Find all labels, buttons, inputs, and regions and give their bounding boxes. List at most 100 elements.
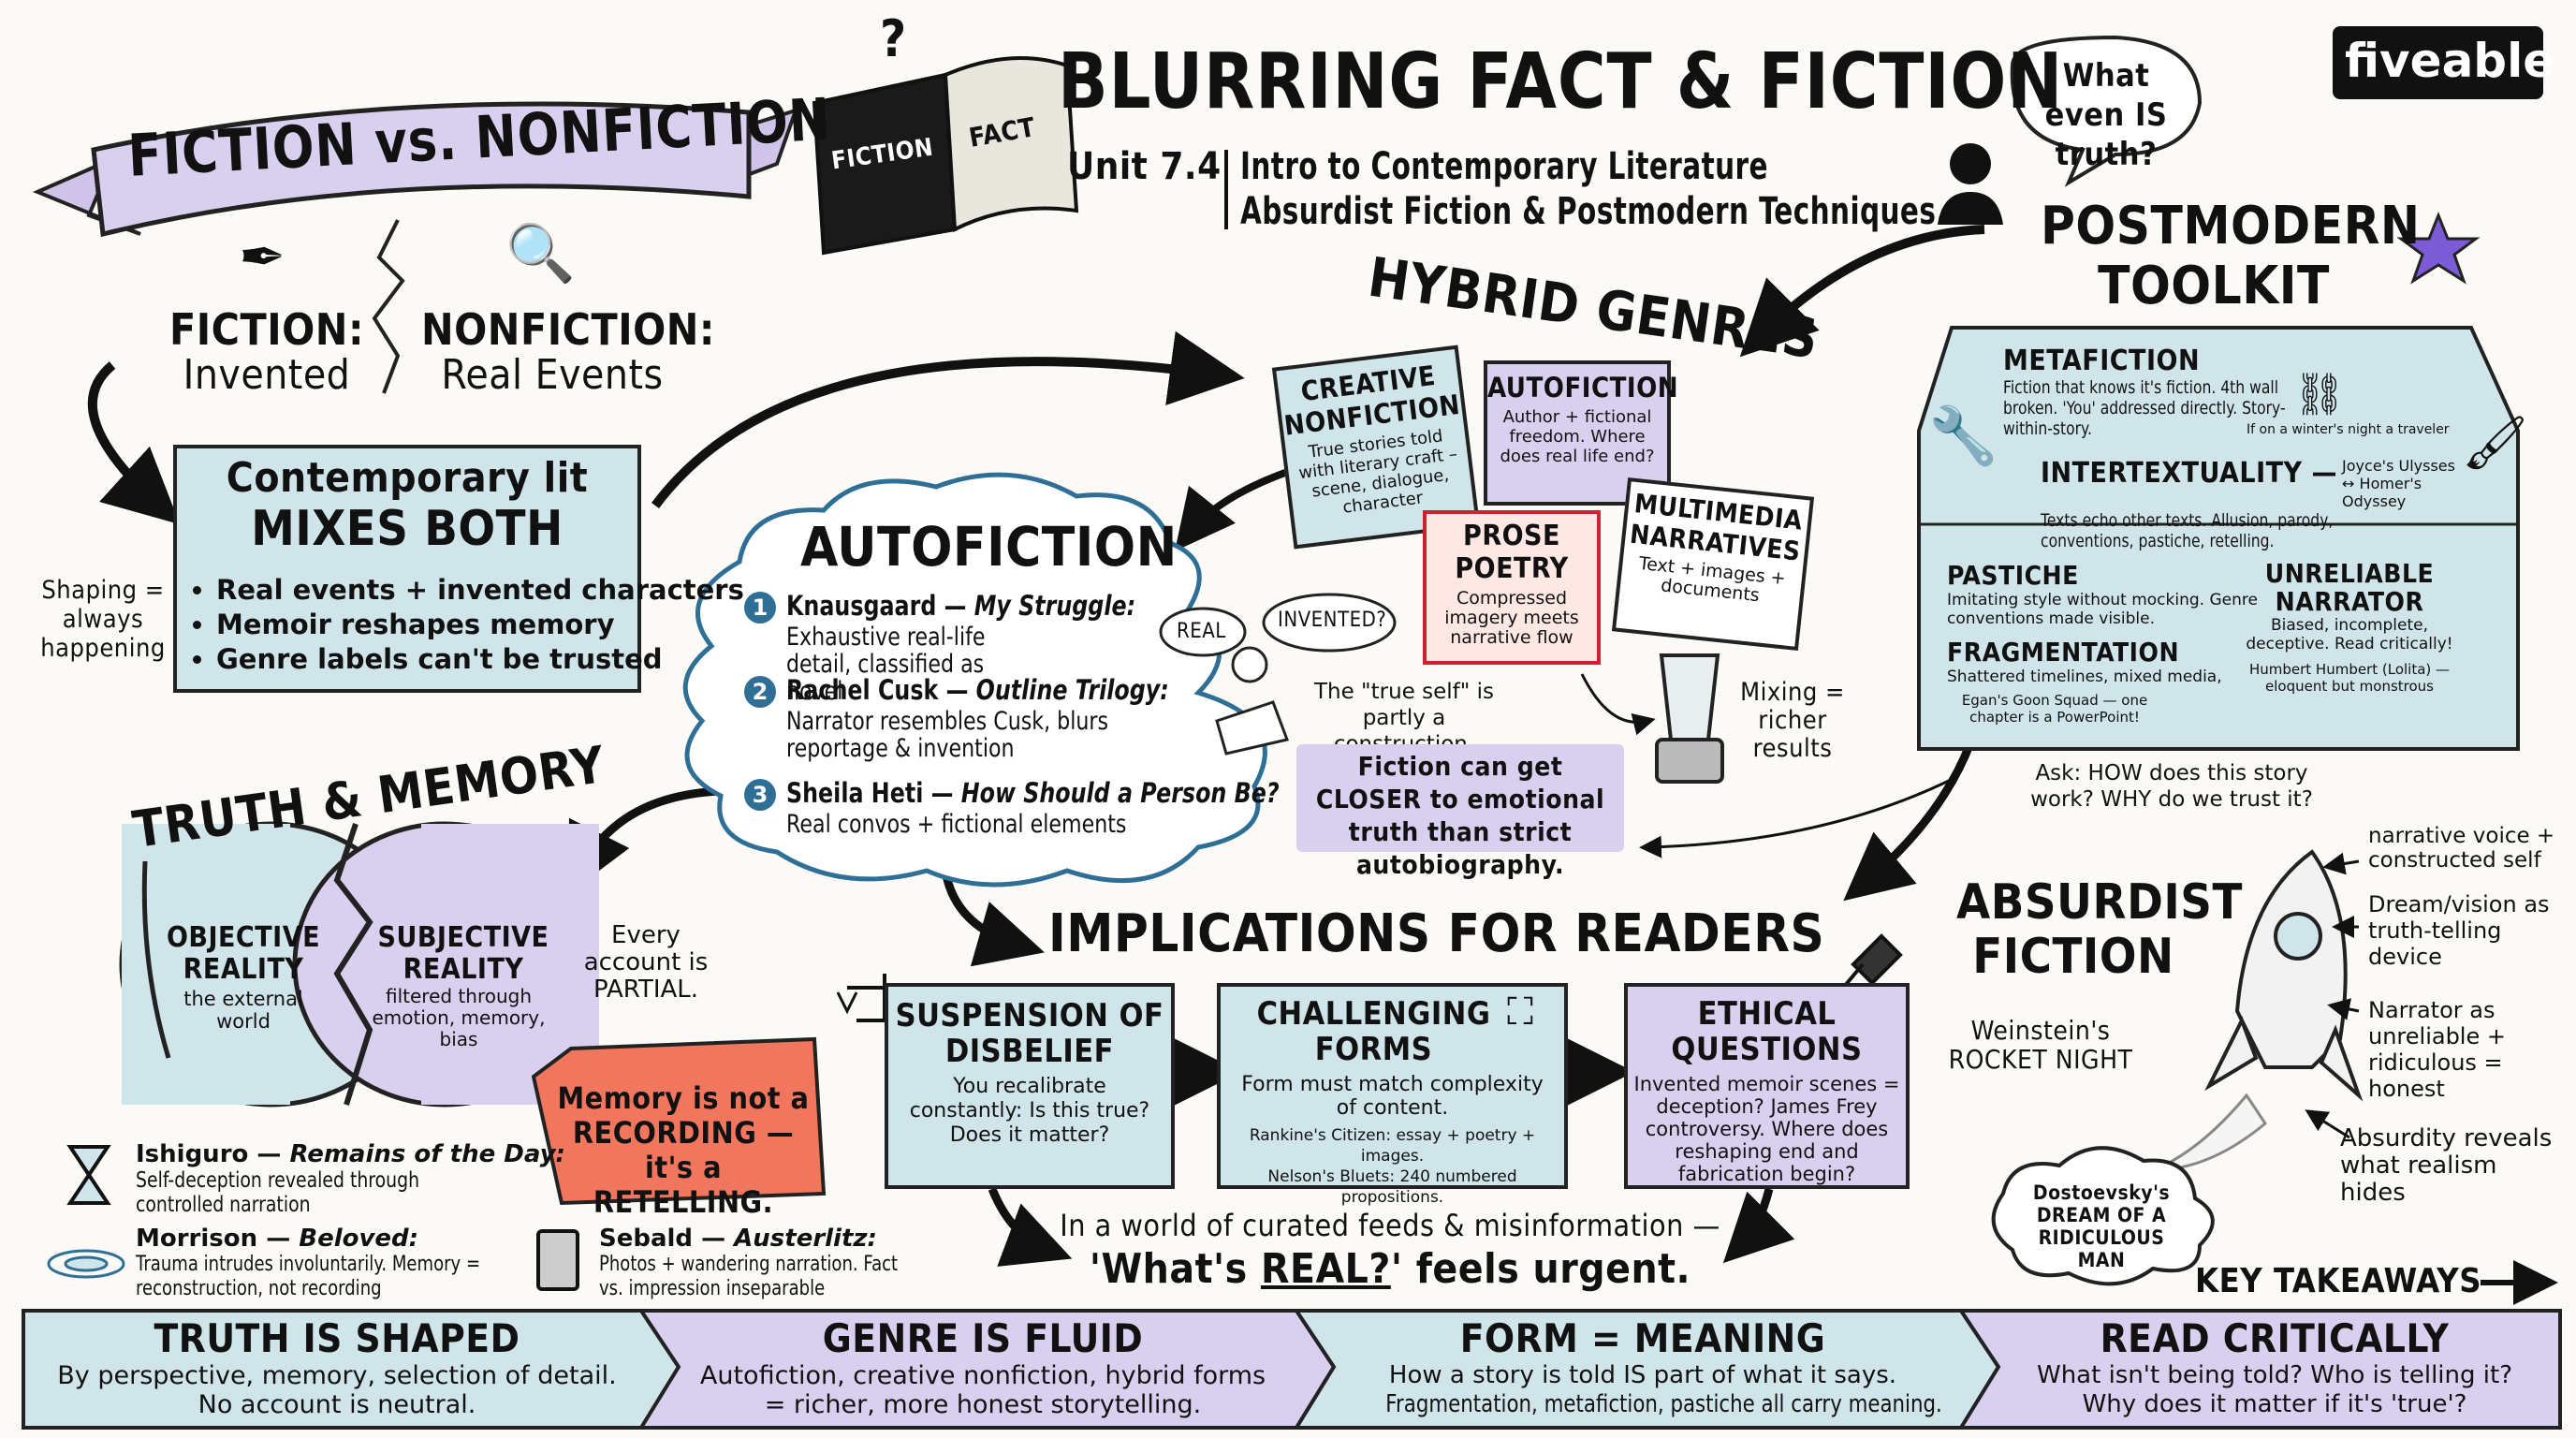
takeaway-read: READ CRITICALLY What isn't being told? W… (1994, 1315, 2555, 1419)
takeaway-genre: GENRE IS FLUID Autofiction, creative non… (674, 1315, 1292, 1419)
autofiction-item-work: How Should a Person Be? (960, 777, 1280, 809)
question-mark-icon: ? (880, 9, 907, 68)
metafiction-example: If on a winter's night a traveler (2247, 422, 2450, 437)
contemporary-bullet: Real events + invented characters (216, 573, 744, 608)
absurdist-note: Dream/vision as truth-telling device (2368, 891, 2550, 970)
takeaway-truth: TRUTH IS SHAPED By perspective, memory, … (37, 1315, 637, 1419)
header-divider (1224, 150, 1228, 229)
takeaway-line: No account is neutral. (198, 1390, 476, 1419)
nonfiction-label: NONFICTION: (421, 304, 715, 355)
ishiguro-note: Ishiguro — Remains of the Day: Self-dece… (136, 1140, 565, 1217)
world-line1: In a world of curated feeds & misinforma… (1060, 1208, 1720, 1243)
ethical-desc: Invented memoir scenes = deception? Jame… (1633, 1073, 1900, 1185)
intertext-example: Joyce's Ulysses ↔ Homer's Odyssey (2342, 457, 2455, 510)
suspension-title: SUSPENSION OF DISBELIEF (895, 997, 1164, 1070)
unit-label: Unit 7.4 (1067, 145, 1222, 188)
fiction-vs-nonfiction-banner: FICTION vs. NONFICTION (126, 84, 833, 190)
takeaway-title: READ CRITICALLY (2100, 1315, 2450, 1361)
ishiguro-head: Ishiguro — (136, 1140, 290, 1168)
forms-example: Rankine's Citizen: essay + poetry + imag… (1249, 1126, 1536, 1166)
objective-title: OBJECTIVE REALITY (166, 921, 321, 986)
autofiction-item-work: My Struggle: (973, 590, 1136, 622)
contemporary-bullet: Memoir reshapes memory (216, 608, 744, 642)
suspension-desc: You recalibrate constantly: Is this true… (909, 1075, 1150, 1147)
contemporary-line2: MIXES BOTH (251, 501, 564, 557)
sebald-desc: Photos + wandering narration. Fact vs. i… (599, 1253, 899, 1300)
fragmentation-title: FRAGMENTATION (1947, 637, 2180, 668)
pastiche-title: PASTICHE (1947, 560, 2079, 591)
dostoevsky-note: Dostoevsky's DREAM OF A RIDICULOUS MAN (2032, 1181, 2171, 1271)
metafiction-block: METAFICTION Fiction that knows it's fict… (2003, 345, 2452, 439)
brush-icon: 🖌 (2462, 413, 2529, 474)
course-line: Intro to Contemporary Literature (1240, 145, 1768, 188)
intertext-block: INTERTEXTUALITY — Joyce's Ulysses ↔ Home… (2041, 457, 2490, 551)
takeaway-line: How a story is told IS part of what it s… (1388, 1361, 1897, 1389)
brand-logo[interactable] (2333, 26, 2543, 99)
truth-memory-title: TRUTH & MEMORY (129, 734, 608, 860)
morrison-note: Morrison — Beloved: Trauma intrudes invo… (136, 1225, 548, 1301)
objective-desc: the external world (183, 988, 303, 1033)
autofiction-item-head: Knausgaard — (786, 590, 974, 622)
autofiction-title: AUTOFICTION (800, 515, 1178, 579)
takeaway-form: FORM = MEANING How a story is told IS pa… (1329, 1315, 1956, 1419)
takeaway-line: Autofiction, creative nonfiction, hybrid… (699, 1361, 1266, 1390)
autofiction-item-desc: Exhaustive real-life detail, classified … (786, 623, 986, 706)
intertext-desc: Texts echo other texts. Allusion, parody… (2041, 510, 2334, 551)
morrison-desc: Trauma intrudes involuntarily. Memory = … (136, 1253, 481, 1300)
page-title: BLURRING FACT & FICTION (1058, 37, 2064, 126)
fragmentation-block: FRAGMENTATION Shattered timelines, mixed… (1947, 637, 2265, 726)
book-fact-label: FACT (966, 111, 1038, 154)
partial-note: Every account is PARTIAL. (583, 921, 709, 1004)
metafiction-desc: Fiction that knows it's fiction. 4th wal… (2003, 377, 2286, 439)
postmodern-ask: Ask: HOW does this story work? WHY do we… (2030, 761, 2313, 812)
ethical-title: ETHICAL QUESTIONS (1671, 995, 1863, 1068)
multimedia-card: MULTIMEDIA NARRATIVES Text + images + do… (1611, 477, 1815, 652)
fragmentation-example: Egan's Goon Squad — one chapter is a Pow… (1961, 692, 2148, 726)
takeaway-title: FORM = MEANING (1459, 1315, 1826, 1361)
suspension-box: SUSPENSION OF DISBELIEF You recalibrate … (885, 983, 1175, 1189)
world-line2-post: ' feels urgent. (1390, 1245, 1691, 1293)
autofiction-item-desc: Narrator resembles Cusk, blurs reportage… (786, 707, 1109, 763)
absurdist-note: narrative voice + constructed self (2368, 824, 2555, 873)
unreliable-example: Humbert Humbert (Lolita) — eloquent but … (2248, 661, 2451, 695)
forms-box: CHALLENGING FORMS Form must match comple… (1217, 983, 1568, 1207)
fiction-label: FICTION: (168, 304, 364, 355)
intertext-title: INTERTEXTUALITY — (2041, 457, 2337, 490)
morrison-head: Morrison — (136, 1225, 300, 1253)
autofiction-card-title: AUTOFICTION (1487, 372, 1679, 404)
unreliable-title: UNRELIABLE NARRATOR (2264, 558, 2435, 617)
pastiche-block: PASTICHE Imitating style without mocking… (1947, 560, 2265, 628)
takeaway-line: What isn't being told? Who is telling it… (2036, 1361, 2512, 1389)
sebald-head: Sebald — (599, 1225, 735, 1253)
autofiction-card-desc: Author + fictional freedom. Where does r… (1500, 407, 1655, 466)
ethical-box: ETHICAL QUESTIONS Invented memoir scenes… (1624, 983, 1910, 1189)
absurdist-note: Narrator as unreliable + ridiculous = ho… (2368, 997, 2506, 1102)
autofiction-item-work: Outline Trilogy: (975, 674, 1169, 706)
memory-callout: Memory is not a RECORDING — it's a RETEL… (557, 1080, 810, 1220)
autofiction-item-head: Sheila Heti — (786, 777, 961, 809)
subjective-title: SUBJECTIVE REALITY (377, 921, 549, 986)
takeaway-title: GENRE IS FLUID (822, 1315, 1144, 1361)
takeaway-line: = richer, more honest storytelling. (764, 1390, 1202, 1419)
contemporary-box (173, 445, 641, 693)
fiction-desc: Invented (183, 351, 351, 399)
implications-title: IMPLICATIONS FOR READERS (1048, 903, 1825, 964)
weinstein-note: Weinstein's ROCKET NIGHT (1948, 1015, 2133, 1075)
forms-desc: Form must match complexity of content. (1241, 1073, 1544, 1120)
real-bubble: REAL (1177, 620, 1226, 643)
sebald-work: Austerlitz: (734, 1225, 877, 1253)
postmodern-title: POSTMODERN TOOLKIT (2041, 196, 2421, 316)
autofiction-list: 1 Knausgaard — My Struggle: Exhaustive r… (744, 590, 1280, 852)
true-self-note: The "true self" is partly a construction… (1313, 680, 1495, 756)
autofiction-item-head: Rachel Cusk — (786, 674, 976, 706)
truth-bubble: What even IS truth? (2044, 57, 2168, 173)
contemporary-line1: Contemporary lit (226, 454, 589, 502)
takeaway-line: Fragmentation, metafiction, pastiche all… (1385, 1390, 1942, 1418)
brand-logo-text: fiveable (2345, 34, 2555, 88)
prose-poetry-title: PROSE POETRY (1455, 520, 1569, 585)
forms-example: Nelson's Bluets: 240 numbered propositio… (1267, 1167, 1517, 1207)
nonfiction-desc: Real Events (441, 351, 664, 399)
shaping-note: Shaping = always happening (40, 576, 166, 663)
quill-icon: ✒ (239, 225, 286, 290)
autofiction-item: 3 Sheila Heti — How Should a Person Be? … (744, 777, 1280, 852)
